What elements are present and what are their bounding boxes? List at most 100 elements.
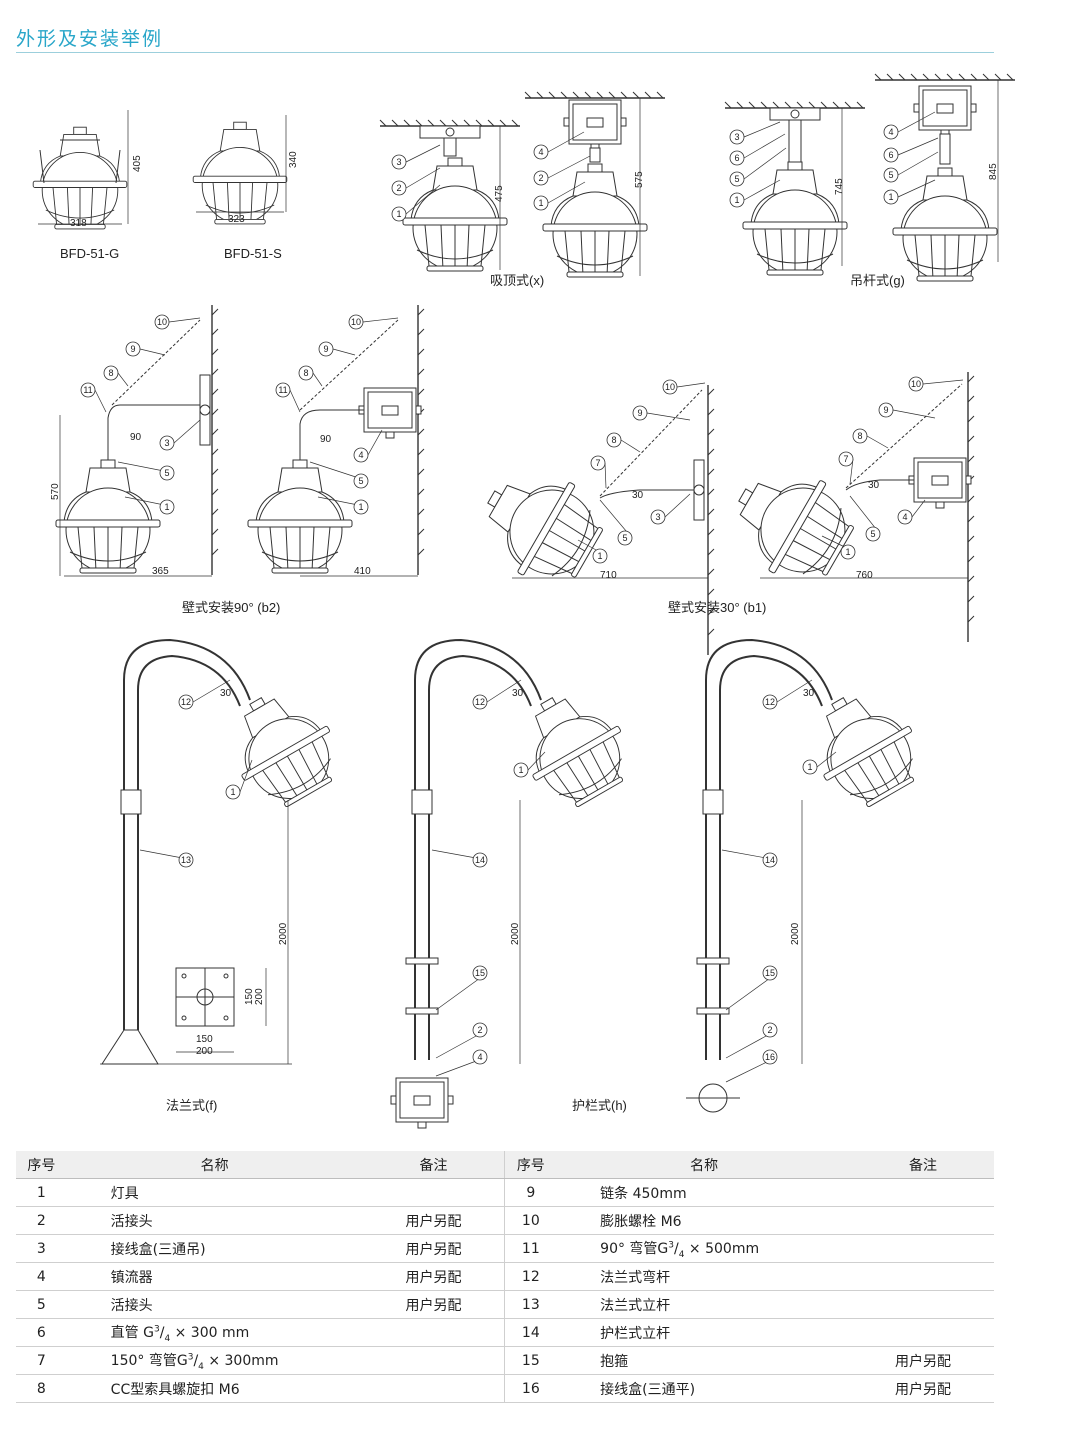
flange-height: 2000 bbox=[278, 922, 289, 945]
callout-circle bbox=[802, 759, 818, 775]
callout-leader bbox=[367, 429, 383, 456]
callout-number: 1 bbox=[734, 195, 739, 205]
callout-number: 9 bbox=[130, 344, 135, 354]
callout-circle bbox=[391, 180, 407, 196]
flange-plate-dim-b: 200 bbox=[254, 988, 265, 1005]
callout-leader bbox=[620, 439, 641, 453]
callout-circle bbox=[391, 206, 407, 222]
callout-circle bbox=[840, 544, 856, 560]
part-name: 法兰式立杆 bbox=[556, 1290, 853, 1319]
part-name: 接线盒(三通吊) bbox=[66, 1234, 363, 1263]
railing-angle-a: 30 bbox=[512, 688, 524, 699]
table-row: 3 接线盒(三通吊) 用户另配 11 90° 弯管G3/4 × 500mm bbox=[16, 1234, 994, 1263]
callout-number: 1 bbox=[358, 502, 363, 512]
table-row: 6 直管 G3/4 × 300 mm 14 护栏式立杆 bbox=[16, 1318, 994, 1347]
callout-circle bbox=[472, 852, 488, 868]
lamp-g-width: 318 bbox=[70, 218, 87, 229]
part-note bbox=[852, 1290, 994, 1319]
callout-number: 2 bbox=[396, 183, 401, 193]
callout-number: 3 bbox=[734, 132, 739, 142]
callout-leader bbox=[743, 133, 786, 159]
callout-number: 4 bbox=[888, 127, 893, 137]
part-no: 4 bbox=[16, 1262, 67, 1291]
wall30-dim-710: 710 bbox=[600, 570, 617, 581]
callout-number: 14 bbox=[765, 855, 775, 865]
callout-leader bbox=[776, 679, 813, 703]
callout-leader bbox=[192, 679, 231, 703]
callout-circle bbox=[472, 694, 488, 710]
callout-circle bbox=[650, 509, 666, 525]
model-label-g: BFD-51-G bbox=[60, 246, 119, 261]
callout-number: 2 bbox=[477, 1025, 482, 1035]
callout-circle bbox=[225, 784, 241, 800]
callout-number: 1 bbox=[230, 787, 235, 797]
callout-circle bbox=[298, 365, 314, 381]
callout-circle bbox=[729, 192, 745, 208]
part-no: 5 bbox=[16, 1290, 67, 1319]
callout-number: 9 bbox=[883, 405, 888, 415]
callout-number: 5 bbox=[358, 476, 363, 486]
callout-leader bbox=[312, 372, 323, 387]
callout-circle bbox=[878, 402, 894, 418]
part-name: 镇流器 bbox=[66, 1262, 363, 1291]
callout-number: 9 bbox=[323, 344, 328, 354]
callout-circle bbox=[178, 694, 194, 710]
callout-circle bbox=[883, 147, 899, 163]
callout-leader bbox=[646, 412, 691, 421]
part-note bbox=[852, 1318, 994, 1347]
callout-number: 10 bbox=[911, 379, 921, 389]
callout-number: 10 bbox=[351, 317, 361, 327]
callout-circle bbox=[533, 144, 549, 160]
callout-number: 3 bbox=[164, 438, 169, 448]
part-name: 护栏式立杆 bbox=[556, 1318, 853, 1347]
callout-circle bbox=[533, 170, 549, 186]
callout-number: 7 bbox=[843, 454, 848, 464]
callout-number: 8 bbox=[108, 368, 113, 378]
callout-number: 8 bbox=[611, 435, 616, 445]
callout-number: 8 bbox=[857, 431, 862, 441]
callout-leader bbox=[547, 131, 585, 153]
callout-leader bbox=[816, 751, 837, 768]
callout-number: 8 bbox=[303, 368, 308, 378]
part-no: 2 bbox=[16, 1206, 67, 1235]
callout-leader bbox=[911, 499, 926, 518]
part-note bbox=[362, 1318, 505, 1347]
callout-leader bbox=[405, 144, 441, 163]
railing-mount-label: 护栏式(h) bbox=[572, 1098, 627, 1113]
callout-leader bbox=[897, 151, 939, 176]
callout-leader bbox=[332, 348, 356, 356]
part-note bbox=[362, 1178, 505, 1207]
callout-circle bbox=[883, 124, 899, 140]
part-name: 抱箍 bbox=[556, 1346, 853, 1375]
callout-number: 12 bbox=[181, 697, 191, 707]
callout-number: 15 bbox=[475, 968, 485, 978]
table-row: 7 150° 弯管G3/4 × 300mm 15 抱箍 用户另配 bbox=[16, 1346, 994, 1375]
callout-number: 3 bbox=[655, 512, 660, 522]
part-no: 10 bbox=[504, 1206, 557, 1235]
wall30-dim-760: 760 bbox=[856, 570, 873, 581]
pendant-mount-drawing bbox=[724, 73, 1016, 282]
callout-leader bbox=[405, 167, 441, 189]
title-divider bbox=[16, 52, 994, 53]
part-name: 直管 G3/4 × 300 mm bbox=[66, 1318, 363, 1347]
part-no: 12 bbox=[504, 1262, 557, 1291]
model-label-s: BFD-51-S bbox=[224, 246, 282, 261]
wall-90-label: 壁式安装90° (b2) bbox=[182, 600, 280, 615]
callout-leader bbox=[676, 382, 706, 388]
callout-circle bbox=[533, 195, 549, 211]
callout-leader bbox=[405, 184, 441, 215]
col-header-no: 序号 bbox=[16, 1151, 67, 1179]
pendant-mount-label: 吊杆式(g) bbox=[850, 273, 905, 288]
callout-circle bbox=[159, 465, 175, 481]
callout-leader bbox=[547, 155, 591, 179]
callout-number: 4 bbox=[902, 512, 907, 522]
callout-number: 14 bbox=[475, 855, 485, 865]
lamp-s-height: 340 bbox=[288, 151, 299, 168]
part-name: 150° 弯管G3/4 × 300mm bbox=[66, 1346, 363, 1375]
callout-circle bbox=[318, 341, 334, 357]
table-row: 4 镇流器 用户另配 12 法兰式弯杆 bbox=[16, 1262, 994, 1291]
callout-circle bbox=[865, 526, 881, 542]
wall30-angle-b: 30 bbox=[868, 480, 880, 491]
col-header-no-2: 序号 bbox=[504, 1151, 557, 1179]
callout-number: 5 bbox=[164, 468, 169, 478]
